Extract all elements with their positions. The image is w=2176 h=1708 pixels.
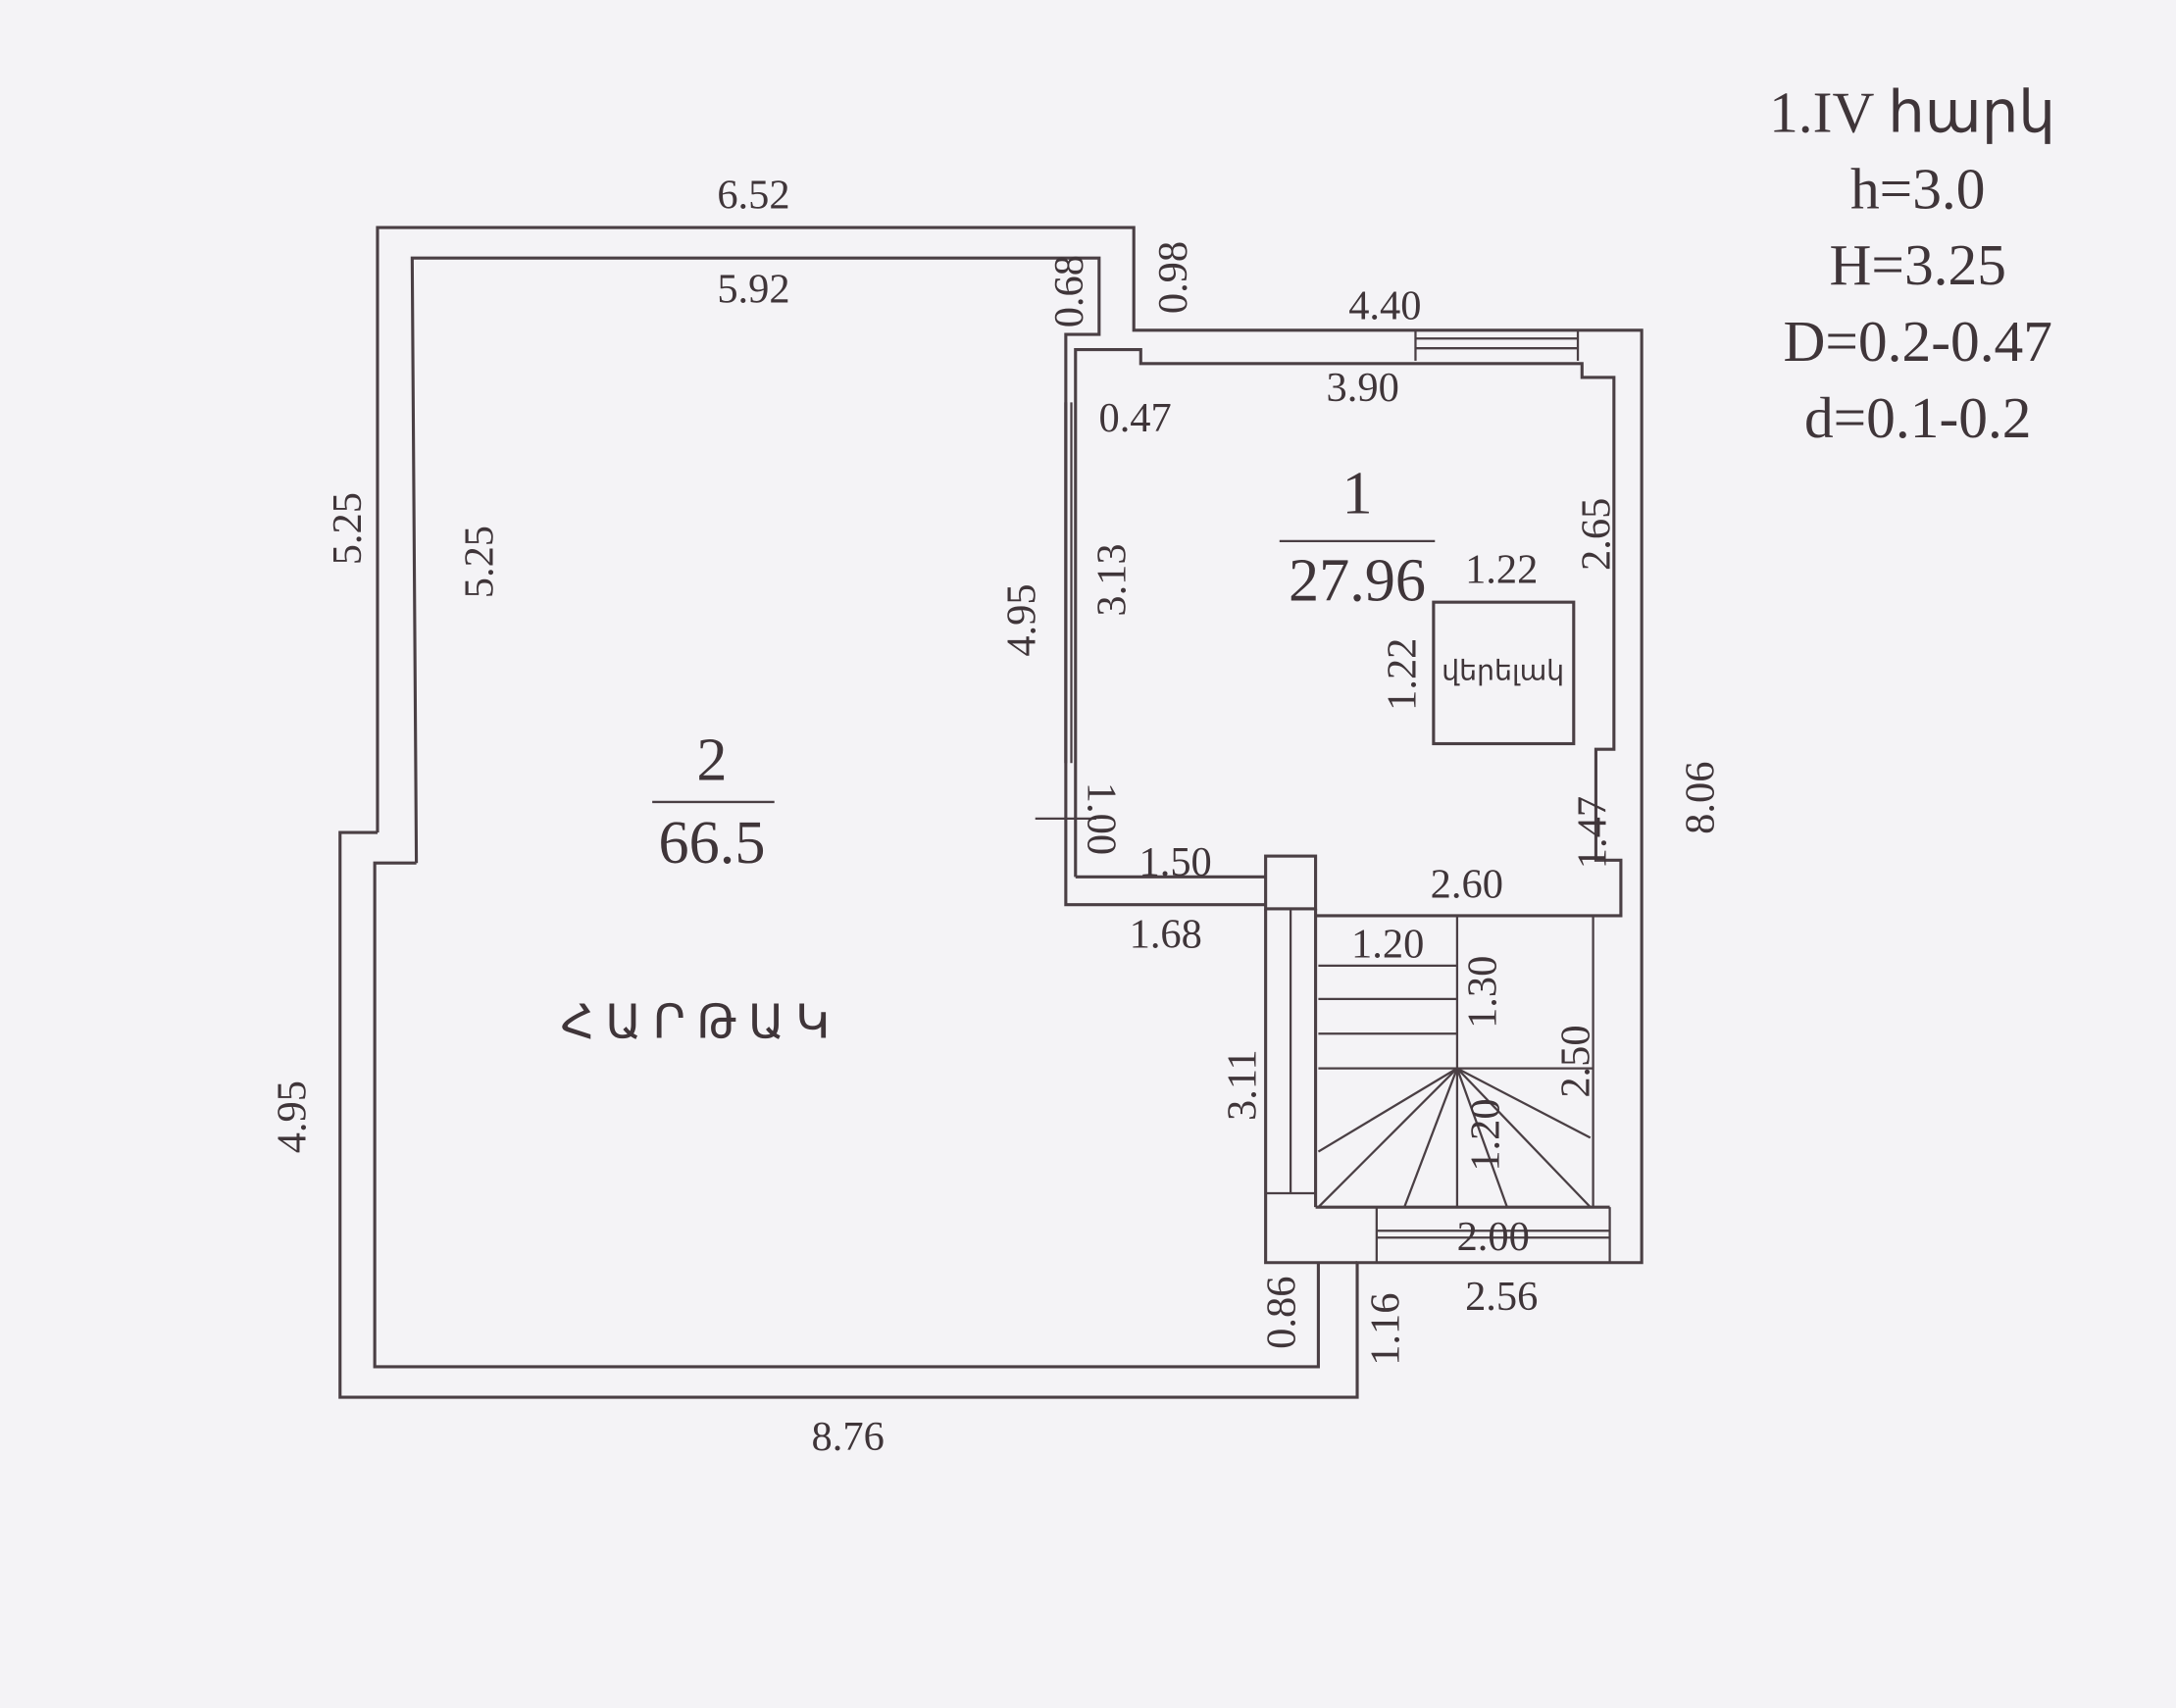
dim-label: 1.20 bbox=[1462, 1098, 1508, 1171]
dim-label: 8.76 bbox=[812, 1414, 885, 1460]
dim-label: 5.25 bbox=[456, 526, 502, 598]
elevator-label: վերելակ bbox=[1442, 656, 1564, 686]
dim-label: 1.22 bbox=[1465, 546, 1538, 592]
dim-label: 1.22 bbox=[1379, 638, 1425, 711]
dim-label: 4.95 bbox=[999, 583, 1045, 656]
dim-label: 3.11 bbox=[1220, 1049, 1266, 1121]
wall-thickness-outer: D=0.2-0.47 bbox=[1783, 309, 2051, 374]
dim-label: 5.92 bbox=[717, 266, 789, 312]
dim-label: 1.47 bbox=[1569, 796, 1615, 869]
dim-label: 0.68 bbox=[1046, 255, 1092, 327]
dim-label: 1.00 bbox=[1079, 782, 1125, 855]
dim-label: 4.95 bbox=[269, 1080, 315, 1153]
room1-inner-wall bbox=[1074, 348, 1623, 918]
dim-label: 1.16 bbox=[1362, 1293, 1408, 1366]
elevator-shaft bbox=[1432, 600, 1576, 746]
room-2-name: ՀԱՐԹԱԿ bbox=[561, 997, 841, 1049]
wall-thickness-inner: d=0.1-0.2 bbox=[1804, 385, 2032, 450]
room2-inner-wall bbox=[410, 256, 1266, 907]
dim-label: 3.90 bbox=[1327, 365, 1399, 411]
floor-height: H=3.25 bbox=[1830, 232, 2006, 297]
dim-label: 1.68 bbox=[1130, 912, 1202, 958]
walls bbox=[338, 226, 1644, 1399]
room-2-area: 66.5 bbox=[659, 810, 766, 877]
room-1-area: 27.96 bbox=[1289, 548, 1426, 615]
dim-label: 1.20 bbox=[1351, 921, 1424, 967]
dim-label: 2.65 bbox=[1574, 498, 1620, 571]
dim-label: 2.00 bbox=[1457, 1214, 1530, 1260]
room-1-number: 1 bbox=[1341, 461, 1372, 527]
dim-label: 2.56 bbox=[1465, 1274, 1538, 1320]
dim-label: 0.98 bbox=[1150, 241, 1196, 314]
dim-label: 3.13 bbox=[1089, 543, 1136, 616]
dim-label: 8.06 bbox=[1678, 762, 1724, 834]
ceiling-height: h=3.0 bbox=[1850, 156, 1986, 221]
dim-label: 0.86 bbox=[1258, 1277, 1304, 1349]
staircase bbox=[1264, 854, 1611, 1265]
dim-label: 5.25 bbox=[325, 492, 371, 565]
room-2-number: 2 bbox=[696, 727, 727, 793]
dim-label: 0.47 bbox=[1098, 395, 1171, 441]
dim-label: 4.40 bbox=[1348, 282, 1421, 328]
outer-wall bbox=[338, 226, 1644, 1399]
dim-label: 2.60 bbox=[1431, 862, 1503, 908]
dim-label: 2.50 bbox=[1552, 1025, 1598, 1097]
dim-label: 1.50 bbox=[1139, 839, 1212, 885]
dim-label: 1.30 bbox=[1460, 956, 1506, 1029]
dim-label: 6.52 bbox=[717, 172, 789, 218]
dimensions: 6.52 5.92 4.40 3.90 0.47 1.22 1.50 1.68 … bbox=[269, 172, 1723, 1460]
floor-title: 1.IV հարկ bbox=[1769, 79, 2055, 144]
